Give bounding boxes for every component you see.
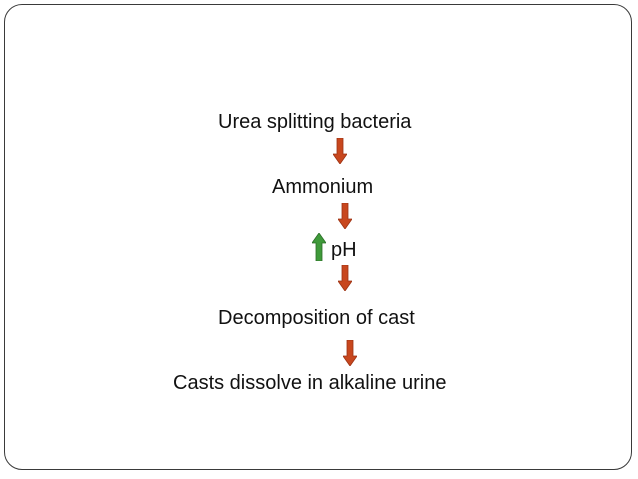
down-arrow-icon [338,265,352,291]
down-arrow-icon [343,340,357,366]
step-decomposition-of-cast: Decomposition of cast [218,307,415,329]
step-casts-dissolve-in-alkaline-urine: Casts dissolve in alkaline urine [173,372,447,394]
step-ammonium: Ammonium [272,176,374,198]
down-arrow-icon [338,203,352,229]
step-urea-splitting-bacteria: Urea splitting bacteria [218,111,412,133]
down-arrow-icon [333,138,347,164]
increase-arrow-icon [312,233,326,261]
step-ph: pH [331,239,357,261]
